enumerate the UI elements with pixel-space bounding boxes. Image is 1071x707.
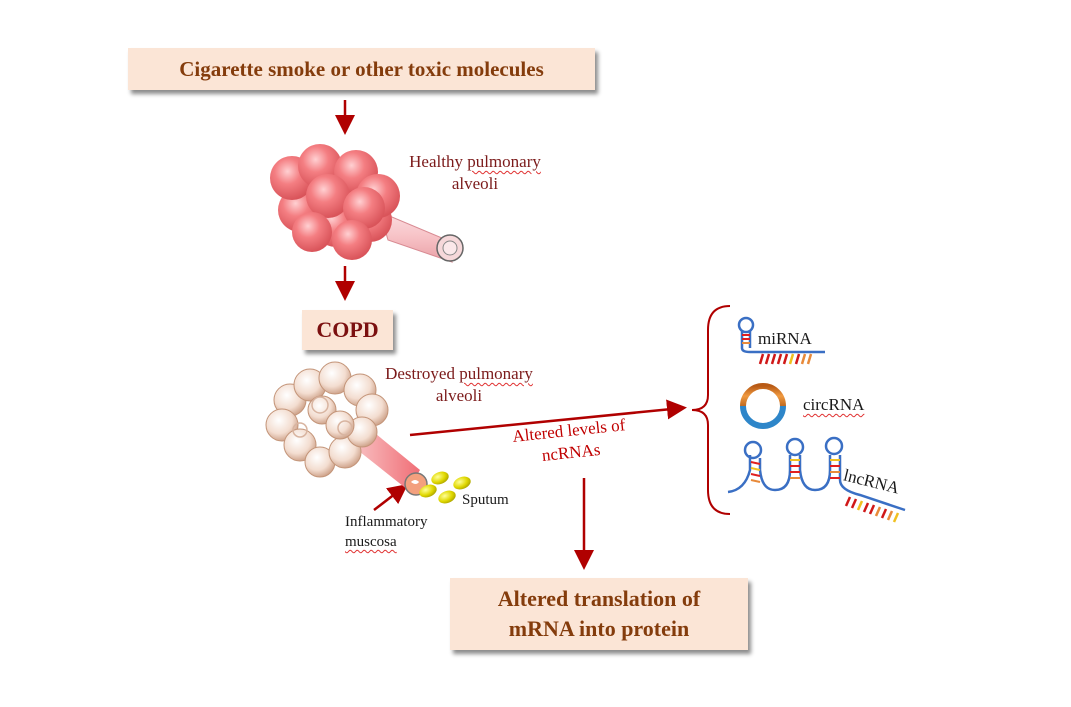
arrow-to-mucosa bbox=[373, 483, 408, 511]
copd-box: COPD bbox=[302, 310, 393, 350]
outcome-text-line2: mRNA into protein bbox=[508, 616, 690, 641]
destroyed-alveoli-label: Destroyed pulmonary alveoli bbox=[385, 364, 533, 405]
mirna-label: miRNA bbox=[758, 329, 812, 348]
sputum-icon bbox=[419, 471, 471, 504]
inflammatory-mucosa-label: Inflammatory muscosa bbox=[345, 514, 428, 550]
circrna-label: circRNA bbox=[803, 395, 865, 414]
circrna-icon bbox=[740, 383, 786, 429]
outcome-text-line1: Altered translation of bbox=[497, 586, 701, 611]
destroyed-alveoli-icon bbox=[265, 361, 428, 496]
lncrna-icon bbox=[727, 436, 906, 523]
cause-text: Cigarette smoke or other toxic molecules bbox=[179, 57, 544, 81]
healthy-alveoli-label: Healthy pulmonary alveoli bbox=[409, 152, 541, 193]
healthy-alveoli-icon bbox=[270, 144, 464, 263]
outcome-box: Altered translation of mRNA into protein bbox=[450, 578, 748, 650]
arrow-to-ncrnas bbox=[409, 399, 687, 437]
copd-text: COPD bbox=[316, 317, 379, 342]
sputum-label: Sputum bbox=[462, 492, 509, 508]
cause-box: Cigarette smoke or other toxic molecules bbox=[128, 48, 595, 90]
ncrna-brace bbox=[691, 305, 731, 515]
mirna-icon bbox=[737, 316, 825, 365]
